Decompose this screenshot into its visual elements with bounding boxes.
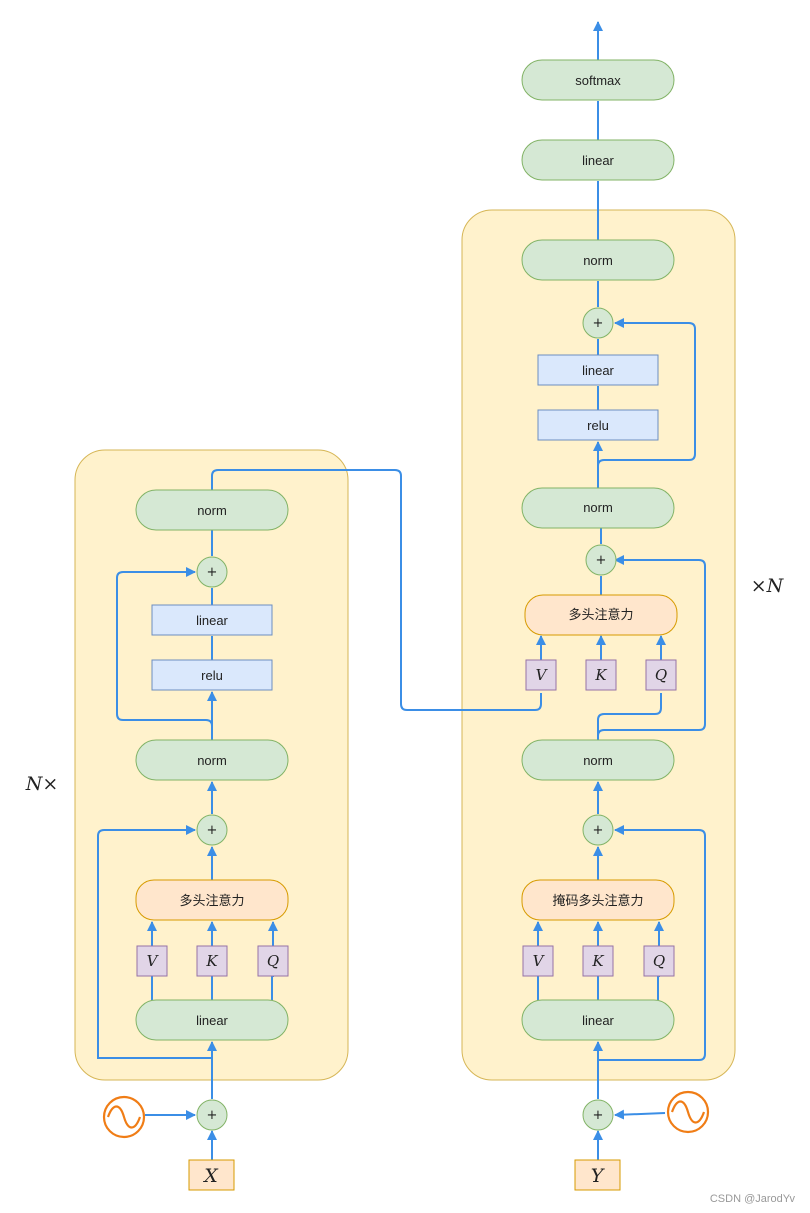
decoder-wires — [533, 21, 706, 1160]
decoder-norm-low: norm — [521, 739, 675, 781]
encoder-repeat-label: N× — [25, 773, 59, 795]
svg-text:V: V — [147, 952, 160, 970]
encoder-linear-ffn: linear — [151, 604, 273, 636]
svg-text:linear: linear — [582, 363, 614, 378]
svg-text:linear: linear — [582, 153, 614, 168]
svg-text:多头注意力: 多头注意力 — [179, 893, 244, 908]
encoder-q: Q — [257, 945, 289, 977]
encoder-relu: relu — [151, 659, 273, 691]
svg-text:+: + — [596, 553, 607, 568]
encoder-linear-in: linear — [135, 999, 289, 1041]
encoder-k: K — [196, 945, 228, 977]
decoder-cross-k: K — [585, 659, 617, 691]
encoder-plus-mid: + — [196, 814, 228, 846]
decoder-linear-out: linear — [521, 139, 675, 181]
decoder-cross-q: Q — [645, 659, 677, 691]
svg-text:Q: Q — [653, 952, 665, 970]
svg-text:+: + — [593, 823, 604, 838]
decoder-k: K — [582, 945, 614, 977]
decoder-cross-v: V — [525, 659, 557, 691]
decoder-masked-attention: 掩码多头注意力 — [521, 879, 675, 921]
encoder-attention: 多头注意力 — [135, 879, 289, 921]
svg-text:norm: norm — [583, 500, 613, 515]
encoder-plus-top: + — [196, 556, 228, 588]
svg-text:norm: norm — [583, 753, 613, 768]
svg-text:norm: norm — [197, 503, 227, 518]
decoder-norm-mid: norm — [521, 487, 675, 529]
decoder-plus-mid: + — [585, 544, 617, 576]
encoder-norm-top: norm — [135, 489, 289, 531]
encoder-v: V — [136, 945, 168, 977]
svg-text:多头注意力: 多头注意力 — [568, 607, 633, 622]
svg-text:norm: norm — [197, 753, 227, 768]
svg-text:X: X — [202, 1165, 219, 1187]
decoder-softmax: softmax — [521, 59, 675, 101]
watermark: CSDN @JarodYv — [710, 1193, 796, 1205]
encoder-plus-input: + — [196, 1099, 228, 1131]
svg-text:linear: linear — [196, 1013, 228, 1028]
svg-text:Y: Y — [591, 1165, 606, 1187]
svg-text:relu: relu — [587, 418, 609, 433]
decoder-positional-encoding-icon — [666, 1090, 710, 1134]
svg-text:掩码多头注意力: 掩码多头注意力 — [552, 893, 643, 908]
svg-text:+: + — [593, 1108, 604, 1123]
svg-text:V: V — [533, 952, 546, 970]
svg-text:K: K — [594, 666, 607, 684]
decoder-cross-attention: 多头注意力 — [524, 594, 678, 636]
svg-text:softmax: softmax — [575, 73, 621, 88]
decoder-plus-top: + — [582, 307, 614, 339]
encoder-input-x: X — [188, 1159, 235, 1191]
svg-text:Q: Q — [655, 666, 667, 684]
decoder-repeat-label: ×N — [751, 575, 785, 597]
decoder-norm-top: norm — [521, 239, 675, 281]
svg-text:+: + — [207, 823, 218, 838]
svg-text:+: + — [207, 565, 218, 580]
svg-text:linear: linear — [582, 1013, 614, 1028]
svg-text:+: + — [593, 316, 604, 331]
encoder-norm-mid: norm — [135, 739, 289, 781]
decoder-linear-ffn: linear — [537, 354, 659, 386]
svg-text:linear: linear — [196, 613, 228, 628]
encoder-positional-encoding-icon — [102, 1095, 146, 1139]
svg-text:Q: Q — [267, 952, 279, 970]
decoder-plus-input: + — [582, 1099, 614, 1131]
decoder-q: Q — [643, 945, 675, 977]
svg-text:relu: relu — [201, 668, 223, 683]
decoder-input-y: Y — [574, 1159, 621, 1191]
svg-text:norm: norm — [583, 253, 613, 268]
svg-text:K: K — [205, 952, 218, 970]
decoder-linear-in: linear — [521, 999, 675, 1041]
decoder-v: V — [522, 945, 554, 977]
svg-text:K: K — [591, 952, 604, 970]
svg-text:V: V — [536, 666, 549, 684]
decoder-plus-low: + — [582, 814, 614, 846]
svg-text:+: + — [207, 1108, 218, 1123]
decoder-relu: relu — [537, 409, 659, 441]
